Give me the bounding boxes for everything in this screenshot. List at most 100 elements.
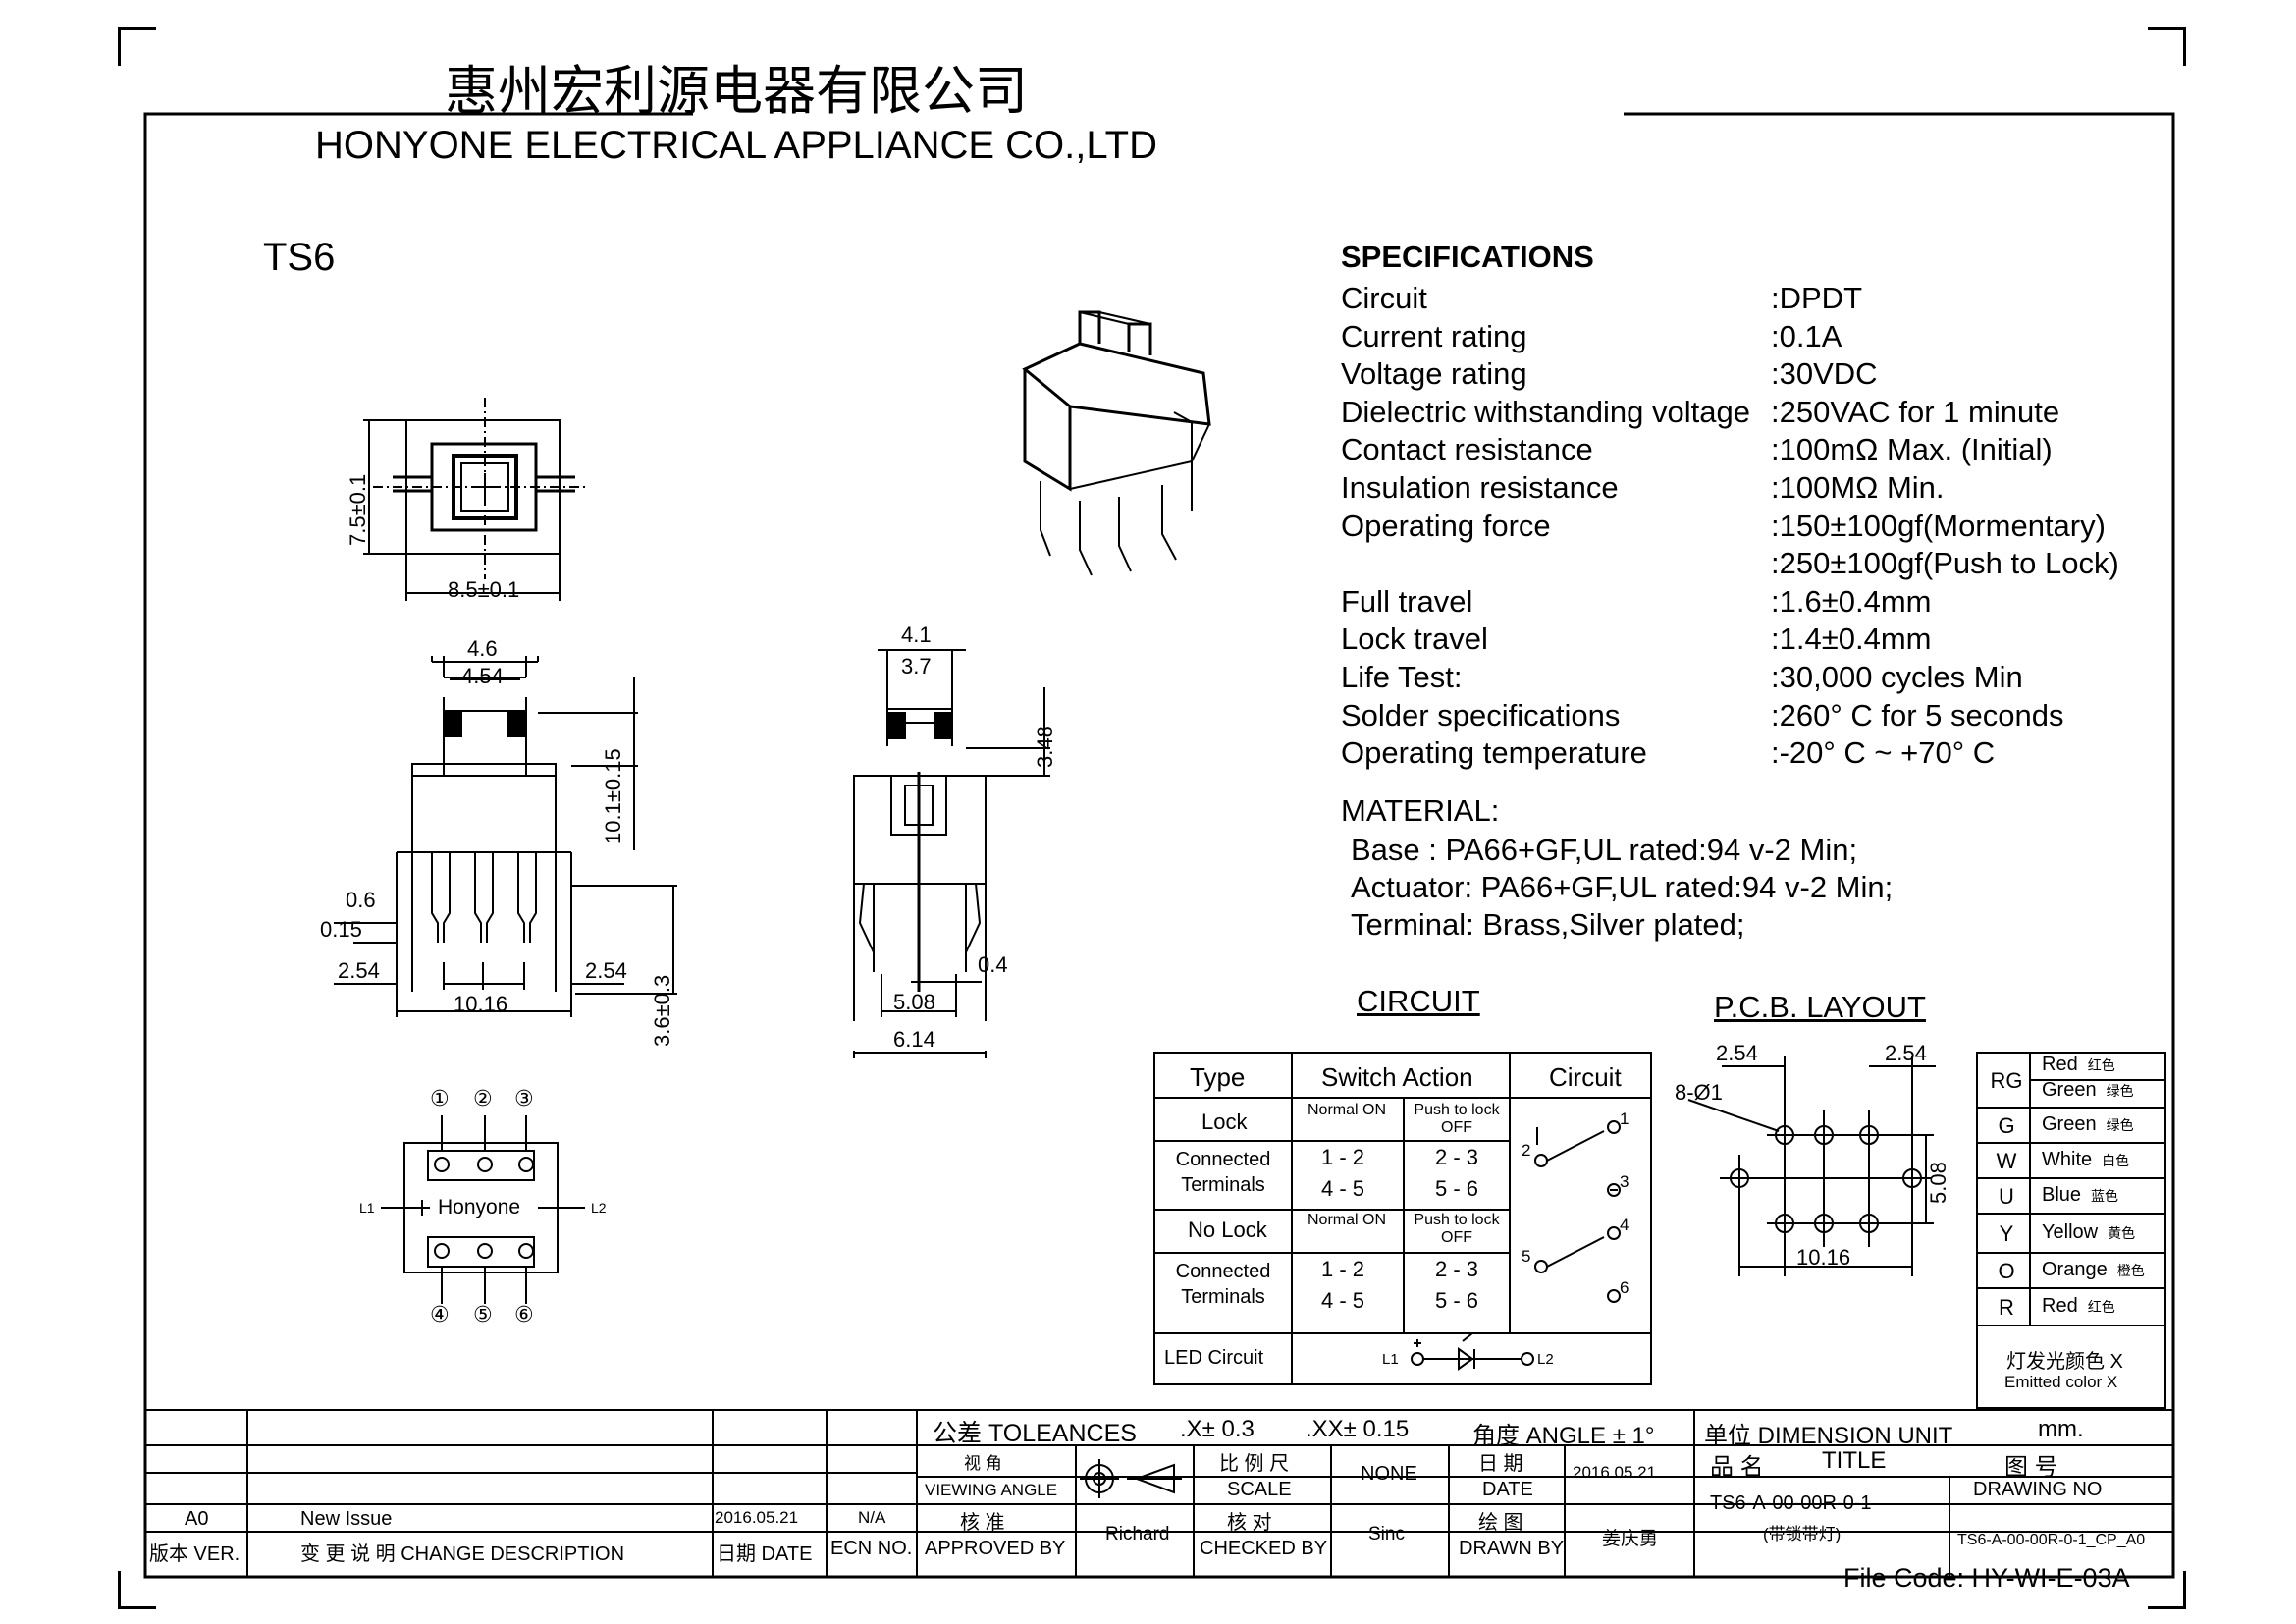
circuit-term-1: 1	[1620, 1110, 1629, 1128]
spec-label: Operating force	[1341, 508, 1551, 543]
circuit-lock-t12: 1 - 2	[1321, 1145, 1365, 1169]
company-name-cn: 惠州宏利源电器有限公司	[445, 60, 1028, 122]
corner-mark-tl	[118, 27, 156, 66]
corner-mark-br	[2148, 1571, 2186, 1609]
led-color-cn: 绿色	[2106, 1083, 2134, 1099]
circuit-nolock-t56: 5 - 6	[1435, 1288, 1479, 1313]
led-color-code: W	[1996, 1149, 2017, 1173]
circuit-nolock-normal-on: Normal ON	[1307, 1212, 1386, 1228]
dim-front-4-54: 4.54	[461, 664, 504, 688]
tb-title: TITLE	[1822, 1447, 1887, 1474]
material-base: Base : PA66+GF,UL rated:94 v-2 Min;	[1351, 833, 1858, 867]
circuit-lock-normal-on: Normal ON	[1307, 1102, 1386, 1118]
model-label: TS6	[263, 236, 336, 279]
circuit-term-4: 4	[1620, 1216, 1629, 1234]
circuit-term-3: 3	[1620, 1172, 1629, 1191]
dim-side-4-1: 4.1	[901, 623, 932, 647]
spec-value: :100MΩ Min.	[1771, 470, 1945, 505]
corner-mark-tr	[2148, 27, 2186, 66]
spec-value: :30,000 cycles Min	[1771, 660, 2023, 694]
spec-row: Insulation resistance :100MΩ Min.	[1341, 470, 1945, 506]
spec-row: Voltage rating:30VDC	[1341, 356, 1878, 392]
spec-value: :250VAC for 1 minute	[1771, 394, 2060, 429]
brand-marking: Honyone	[438, 1196, 521, 1218]
tb-approved-val: Richard	[1105, 1524, 1170, 1544]
tb-h-ver: 版本 VER.	[149, 1543, 240, 1565]
material-actuator: Actuator: PA66+GF,UL rated:94 v-2 Min;	[1351, 870, 1894, 904]
led-note-en: Emitted color X	[2004, 1373, 2118, 1391]
circuit-nolock-push-off: Push to lock OFF	[1414, 1212, 1500, 1246]
spec-value: :1.6±0.4mm	[1771, 583, 1932, 619]
led-color-cn: 橙色	[2116, 1263, 2145, 1278]
tb-scale: SCALE	[1227, 1479, 1292, 1500]
spec-value: :150±100gf(Mormentary)	[1771, 508, 2106, 543]
spec-row: Dielectric withstanding voltage :250VAC f…	[1341, 395, 2059, 430]
circuit-nolock-t23: 2 - 3	[1435, 1257, 1479, 1281]
tb-drawing-no-val: TS6-A-00-00R-0-1_CP_A0	[1957, 1532, 2146, 1548]
led-color-en: Red	[2042, 1054, 2078, 1075]
circuit-nolock-connected: Connected Terminals	[1175, 1261, 1271, 1308]
dim-front-height: 10.1±0.15	[601, 748, 625, 844]
led-color-cn: 黄色	[2108, 1225, 2136, 1241]
circuit-heading: CIRCUIT	[1357, 984, 1480, 1018]
dim-side-3-7: 3.7	[901, 654, 932, 678]
led-color-code: O	[1998, 1259, 2015, 1283]
led-color-en: Yellow	[2042, 1221, 2099, 1243]
material-terminal: Terminal: Brass,Silver plated;	[1351, 907, 1745, 942]
led-color-cn: 绿色	[2106, 1117, 2134, 1133]
led-color-name: Green 绿色	[2042, 1113, 2134, 1136]
corner-mark-bl	[118, 1571, 156, 1609]
spec-label: Lock travel	[1341, 622, 1488, 657]
spec-value: :250±100gf(Push to Lock)	[1771, 546, 2119, 581]
spec-row: Life Test::30,000 cycles Min	[1341, 660, 2023, 695]
spec-value: :260° C for 5 seconds	[1771, 697, 2064, 732]
spec-label: Voltage rating	[1341, 356, 1527, 392]
spec-label: Dielectric withstanding voltage	[1341, 394, 1750, 429]
tb-h-ecn: ECN NO.	[830, 1538, 913, 1559]
led-note-cn: 灯发光颜色 X	[2006, 1351, 2123, 1373]
spec-row: Solder specifications:260° C for 5 secon…	[1341, 698, 2063, 733]
circuit-header-circuit: Circuit	[1549, 1062, 1622, 1092]
tb-date-cn: 日 期	[1478, 1453, 1523, 1475]
circuit-lock-t56: 5 - 6	[1435, 1176, 1479, 1201]
spec-label: Insulation resistance	[1341, 470, 1619, 505]
led-color-code: RG	[1990, 1068, 2023, 1093]
tb-date: DATE	[1482, 1479, 1533, 1500]
dim-side-3-48: 3.48	[1033, 726, 1057, 768]
tb-rev-ecn: N/A	[858, 1508, 886, 1527]
circuit-led-label: LED Circuit	[1164, 1347, 1264, 1369]
pcb-dim-10-16: 10.16	[1796, 1245, 1851, 1270]
specifications-heading: SPECIFICATIONS	[1341, 240, 1594, 274]
led-color-cn: 红色	[2087, 1299, 2115, 1315]
circuit-lock-push-off: Push to lock OFF	[1414, 1102, 1500, 1136]
led-color-code: R	[1999, 1295, 2014, 1320]
pin-label-1: ①	[430, 1086, 450, 1110]
pin-label-6: ⑥	[514, 1302, 534, 1326]
dim-front-2-54-left: 2.54	[338, 958, 380, 983]
spec-row: Operating temperature:-20° C ~ +70° C	[1341, 735, 1995, 771]
spec-row: Contact resistance:100mΩ Max. (Initial)	[1341, 432, 2053, 467]
led-color-en: Green	[2042, 1113, 2097, 1135]
tb-unit-val: mm.	[2038, 1416, 2084, 1442]
dim-front-2-54-right: 2.54	[585, 958, 627, 983]
spec-label: Current rating	[1341, 318, 1527, 353]
tb-angle: 角度 ANGLE ± 1°	[1472, 1423, 1655, 1449]
circuit-header-type: Type	[1190, 1062, 1246, 1092]
led-color-en: Green	[2042, 1079, 2097, 1101]
dim-side-6-14: 6.14	[893, 1027, 935, 1052]
company-name-en: HONYONE ELECTRICAL APPLIANCE CO.,LTD	[315, 124, 1157, 167]
circuit-led-l1: L1	[1382, 1351, 1399, 1368]
tb-scale-val: NONE	[1361, 1463, 1417, 1485]
tb-date-val: 2016.05.21	[1573, 1463, 1657, 1482]
led-color-name: Green 绿色	[2042, 1079, 2134, 1102]
pin-label-5: ⑤	[473, 1302, 493, 1326]
tb-approved: APPROVED BY	[925, 1538, 1066, 1559]
spec-row: Operating force :150±100gf(Mormentary)	[1341, 509, 2106, 544]
led-color-code: G	[1998, 1113, 2015, 1138]
dim-top-width: 8.5±0.1	[448, 577, 520, 602]
